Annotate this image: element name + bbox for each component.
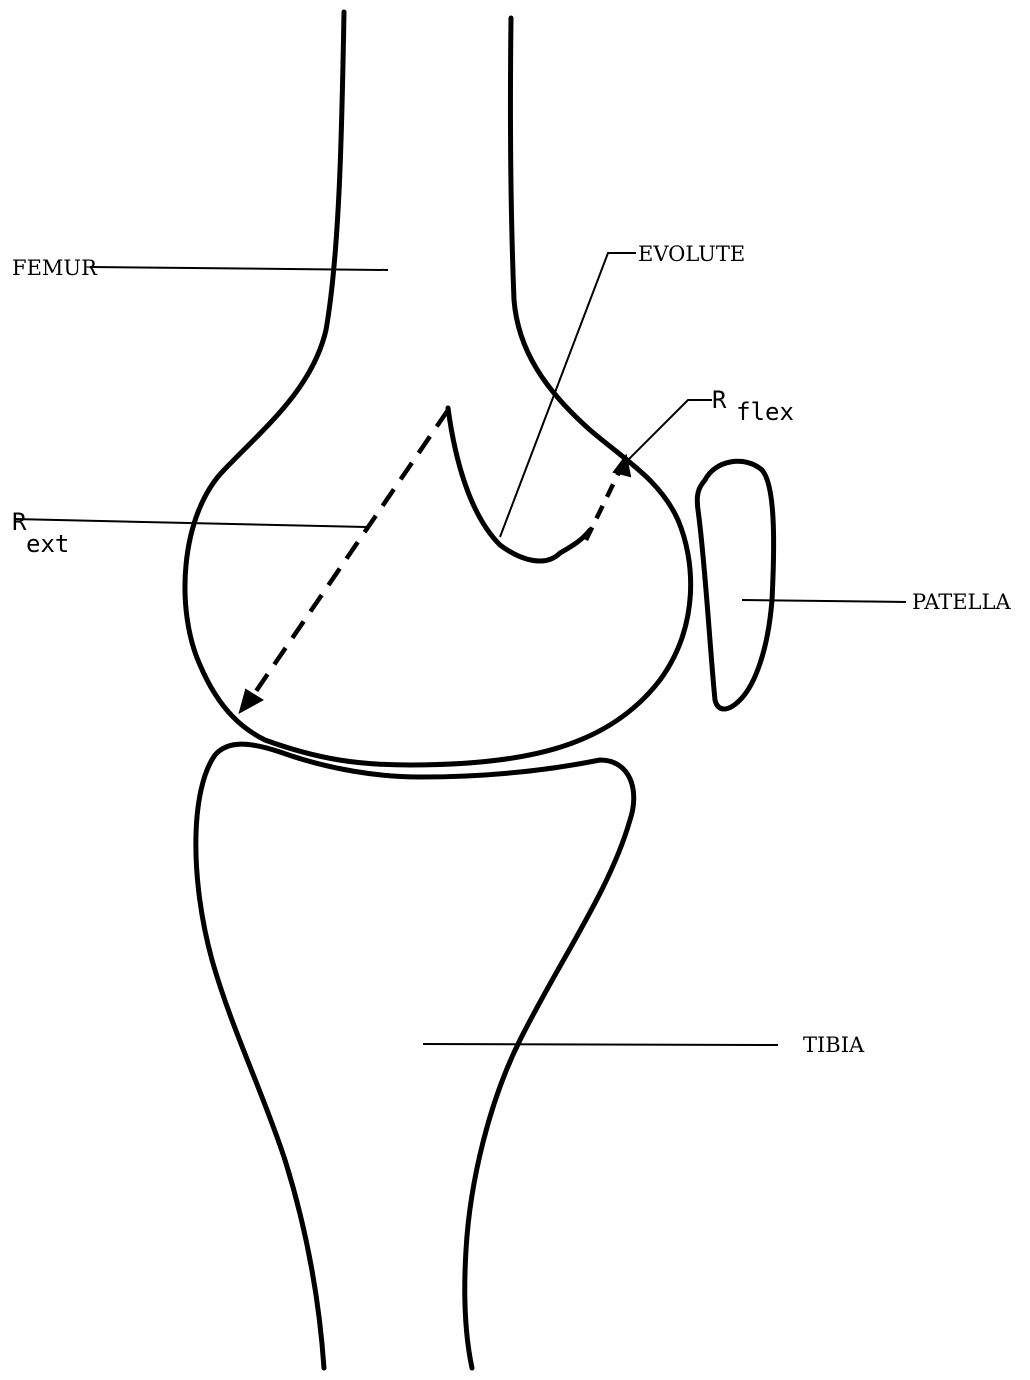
femur-leader-line — [90, 267, 388, 270]
r-flex-leader-line — [622, 400, 712, 466]
femur-label: FEMUR — [12, 256, 98, 280]
r-ext-label-sub: ext — [26, 530, 69, 558]
r-flex-label-sub: flex — [736, 398, 794, 426]
r-ext-label-subscript: ext — [26, 530, 69, 558]
evolute-leader-line — [500, 253, 636, 537]
r-ext-label-main: R — [12, 508, 27, 536]
tibia-outline — [196, 744, 634, 1368]
evolute-label: EVOLUTE — [638, 242, 745, 266]
femur-outline — [185, 12, 691, 765]
patella-label: PATELLA — [912, 590, 1011, 614]
tibia-leader-line — [423, 1044, 778, 1045]
tibia-label: TIBIA — [803, 1033, 865, 1057]
r-flex-radius-line — [586, 466, 622, 540]
r-ext-label: R — [12, 508, 27, 536]
r-ext-radius-line — [250, 410, 448, 700]
r-flex-label: R flex — [712, 386, 794, 426]
r-flex-label-main: R — [712, 386, 727, 414]
r-ext-arrowhead — [240, 690, 262, 712]
patella-leader-line — [742, 600, 906, 602]
patella-outline — [697, 461, 773, 709]
